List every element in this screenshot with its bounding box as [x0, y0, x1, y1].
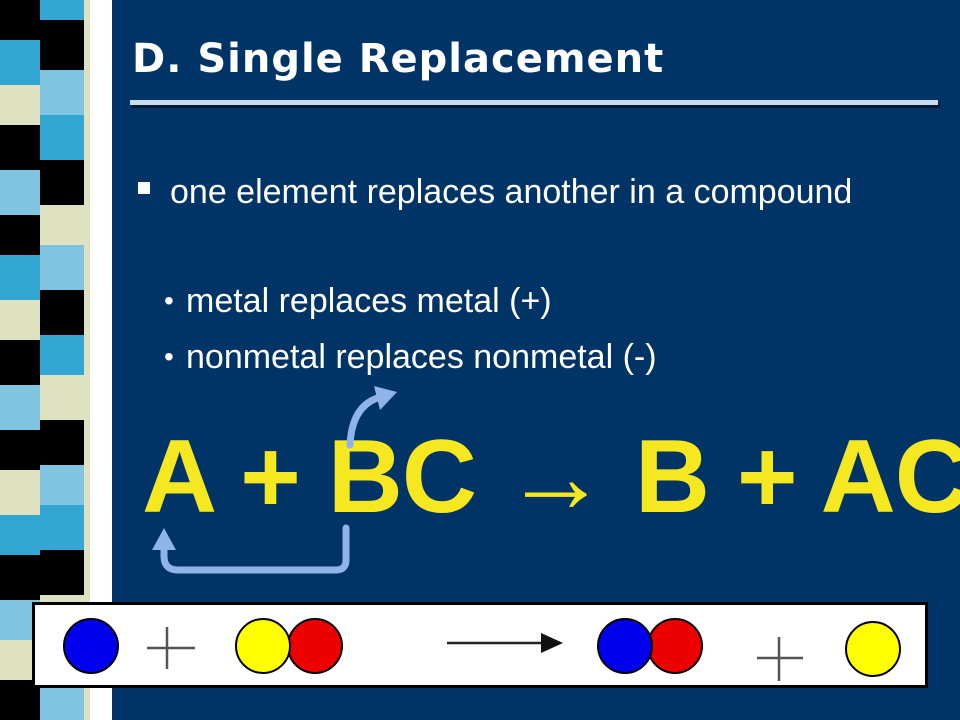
decorative-strip [0, 0, 112, 720]
molecule-ac-icon [597, 618, 703, 674]
equation-yield-arrow: → [503, 419, 608, 535]
plus-sign-icon [147, 627, 195, 669]
molecule-bc-icon [235, 618, 343, 674]
plus-sign-icon [757, 637, 803, 681]
atom-b-yellow-icon [845, 621, 901, 677]
equation-plus-left: + [240, 419, 301, 535]
strip-column-right [84, 0, 112, 720]
reaction-arrow-icon [447, 633, 563, 653]
strip-column-left [0, 0, 40, 720]
equation-reactant-a: A [142, 419, 213, 535]
strip-column-middle [40, 0, 84, 720]
title-underline [130, 100, 938, 105]
sub-bullet-dot-icon: • [164, 285, 174, 316]
equation-product-b: B [634, 419, 710, 535]
equation-plus-right: + [736, 419, 798, 535]
bullet-square-icon [138, 182, 150, 194]
bullet-text: one element replaces another in a compou… [170, 173, 853, 211]
sub-bullet-dot-icon: • [164, 341, 174, 372]
bracket-arrow-icon [152, 524, 350, 574]
sub-bullet-metal: metal replaces metal (+) [186, 282, 552, 320]
reaction-equation: A + BC → B + AC [142, 418, 960, 537]
atom-a-blue-icon [63, 618, 119, 674]
equation-product-ac: AC [820, 419, 960, 535]
slide-title: D. Single Replacement [132, 36, 665, 82]
atom-diagram [32, 602, 928, 688]
curved-arrow-up-icon [346, 386, 397, 449]
atom-diagram-drawing [63, 618, 901, 681]
sub-bullet-nonmetal: nonmetal replaces nonmetal (-) [186, 338, 657, 376]
